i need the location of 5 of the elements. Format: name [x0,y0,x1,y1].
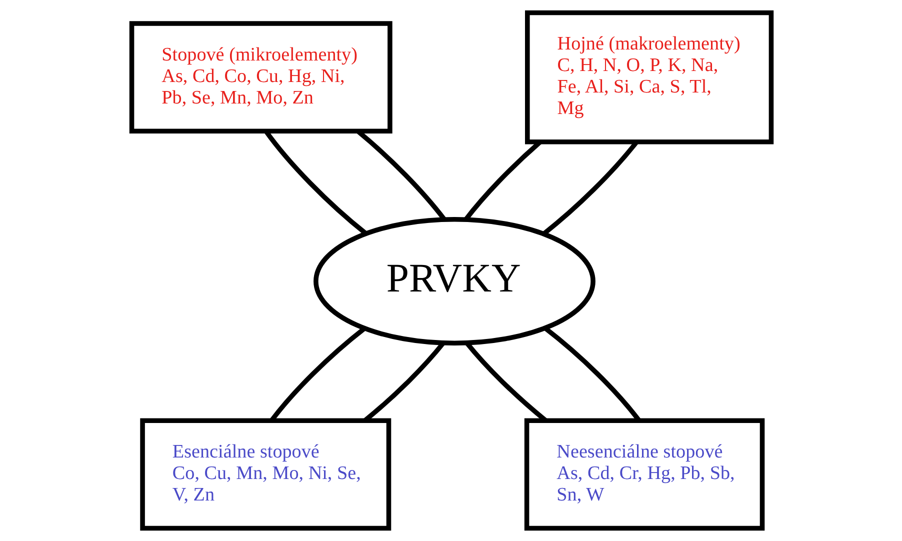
node-box: Stopové (mikroelementy) As, Cd, Co, Cu, Hg, Ni, Pb, Se, Mn, Mo, Zn [128,21,392,134]
node-box: Esenciálne stopové Co, Cu, Mn, Mo, Ni, Se, V, Zn [140,418,391,531]
node-box: Hojné (makroelementy) C, H, N, O, P, K, Na, Fe, Al, Si, Ca, S, Tl, Mg [524,10,774,144]
node-ellipse: PRVKY [313,217,595,346]
node-box: Neesenciálne stopové As, Cd, Cr, Hg, Pb, Sb, Sn, W [524,418,764,531]
